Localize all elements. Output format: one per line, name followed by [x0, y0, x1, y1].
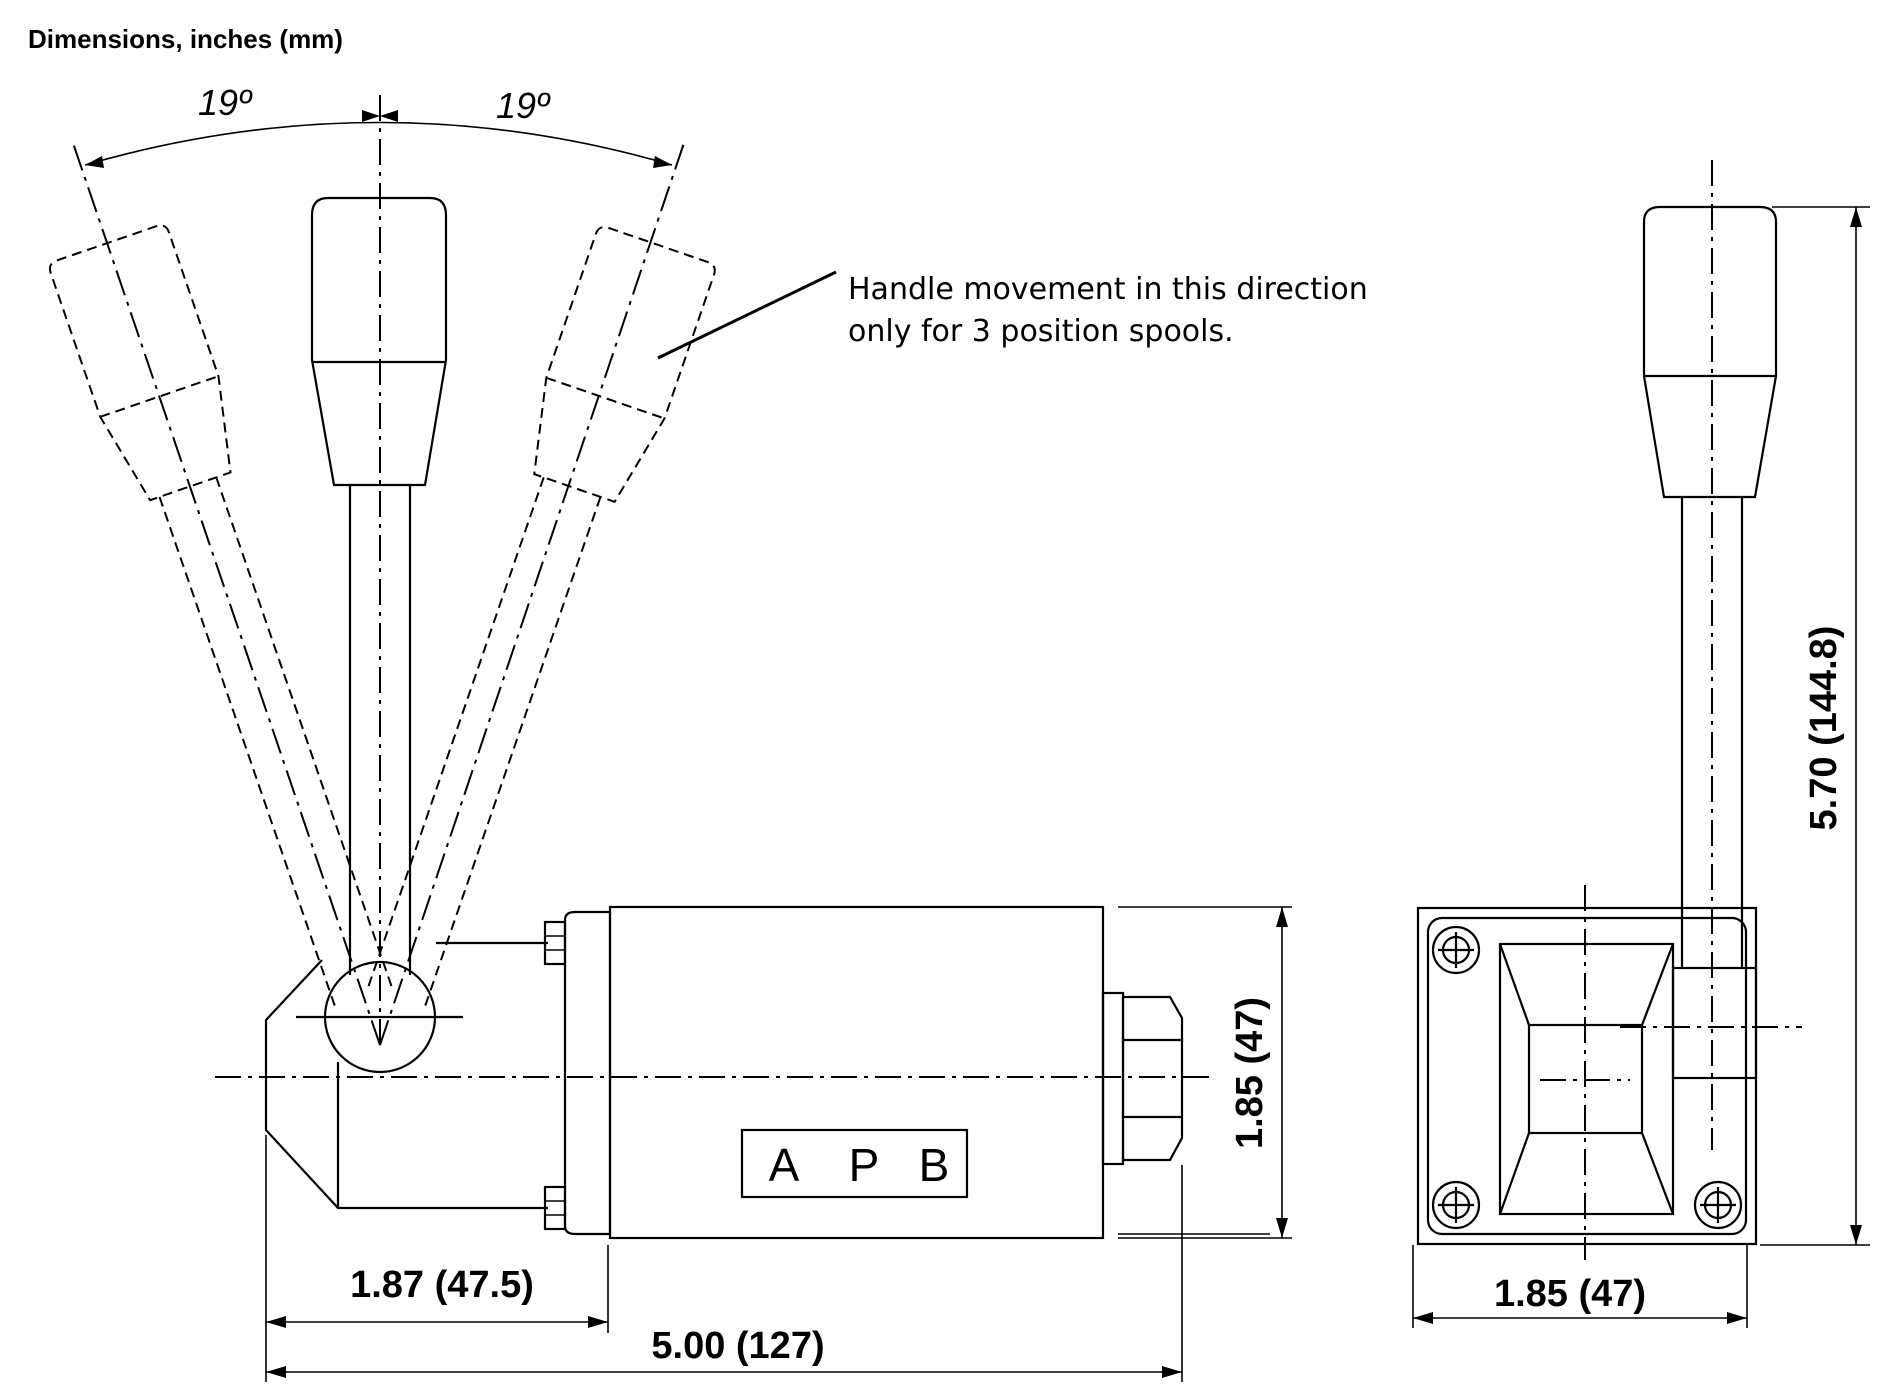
- mounting-hole-top-left: [1431, 925, 1481, 975]
- angle-arrow-right: [653, 156, 672, 168]
- dim-overall-height-label: 5.70 (144.8): [1803, 626, 1845, 831]
- left-swing-centerline: [71, 139, 381, 1046]
- side-view: 1.85 (47) 5.70 (144.8): [1412, 160, 1870, 1328]
- dim-body-height-label: 1.85 (47): [1229, 997, 1271, 1149]
- note-line-2: only for 3 position spools.: [848, 314, 1234, 349]
- end-cap-washer: [1101, 991, 1125, 1166]
- flange-plate: [563, 910, 612, 1236]
- front-view: 19º 19º: [48, 82, 1292, 1382]
- drawing-title: Dimensions, inches (mm): [28, 24, 343, 54]
- side-handle-knob: [1642, 205, 1778, 499]
- phantom-handle-right: [366, 226, 716, 1008]
- angle-arc: [84, 121, 673, 166]
- mounting-hole-bottom-left: [1431, 1180, 1481, 1230]
- angle-arrow-center-left: [362, 110, 380, 122]
- port-b-label: B: [919, 1139, 950, 1191]
- angle-right-label: 19º: [496, 85, 551, 126]
- port-p-label: P: [849, 1139, 880, 1191]
- lever-housing-outline: [264, 959, 548, 1210]
- right-swing-centerline: [379, 139, 686, 1046]
- angle-left-label: 19º: [198, 82, 253, 123]
- side-base-inner: [1426, 916, 1748, 1236]
- port-label-box: [740, 1128, 969, 1199]
- side-base-plate: [1416, 906, 1758, 1246]
- port-a-label: A: [769, 1139, 800, 1191]
- hex-nut: [1121, 995, 1184, 1162]
- angle-arrow-center-right: [380, 110, 398, 122]
- dim-overall-length-label: 5.00 (127): [651, 1325, 824, 1367]
- dim-side-width-label: 1.85 (47): [1494, 1273, 1646, 1315]
- note-leader-line: [657, 270, 837, 360]
- dim-offset-label: 1.87 (47.5): [350, 1264, 534, 1306]
- handle-knob: [310, 196, 448, 487]
- side-lever-bracket: [1671, 966, 1758, 1080]
- mounting-hole-bottom-right: [1693, 1180, 1743, 1230]
- note-line-1: Handle movement in this direction: [848, 272, 1368, 307]
- phantom-handle-left: [48, 224, 394, 1008]
- angle-arrow-left: [85, 156, 104, 168]
